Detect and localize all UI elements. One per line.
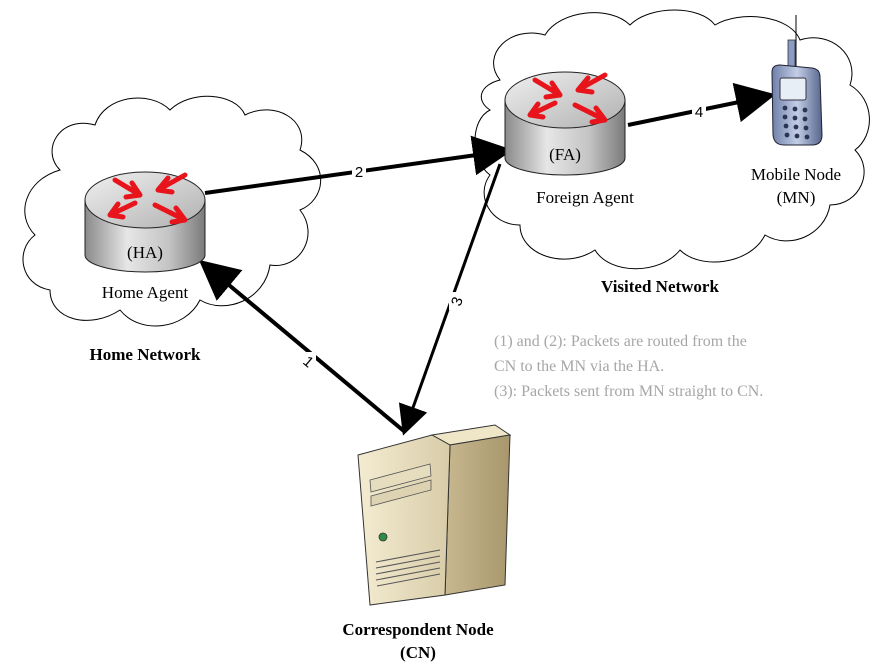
home-agent-router-icon: [84, 171, 206, 273]
note-line-3: (3): Packets sent from MN straight to CN…: [494, 383, 763, 400]
link-2-label: 2: [355, 164, 363, 181]
home-agent-label: Home Agent: [102, 283, 189, 302]
visited-network-label: Visited Network: [601, 277, 719, 296]
home-network-label: Home Network: [90, 345, 201, 364]
note-line-2: CN to the MN via the HA.: [494, 358, 664, 375]
note-line-1: (1) and (2): Packets are routed from the: [494, 333, 747, 350]
correspondent-node-abbrev: (CN): [400, 643, 436, 662]
mobile-node-label: Mobile Node: [751, 165, 841, 184]
foreign-agent-label: Foreign Agent: [536, 188, 634, 207]
mobile-phone-icon: [771, 15, 823, 146]
home-agent-tag: (HA): [127, 243, 163, 262]
mobile-node-abbrev: (MN): [777, 188, 816, 207]
foreign-agent-tag: (FA): [549, 145, 581, 164]
foreign-agent-router-icon: [504, 71, 626, 176]
link-4-label: 4: [695, 104, 703, 121]
link-1-line: [198, 259, 407, 434]
correspondent-node-label: Correspondent Node: [342, 620, 494, 639]
server-icon: [357, 424, 512, 606]
